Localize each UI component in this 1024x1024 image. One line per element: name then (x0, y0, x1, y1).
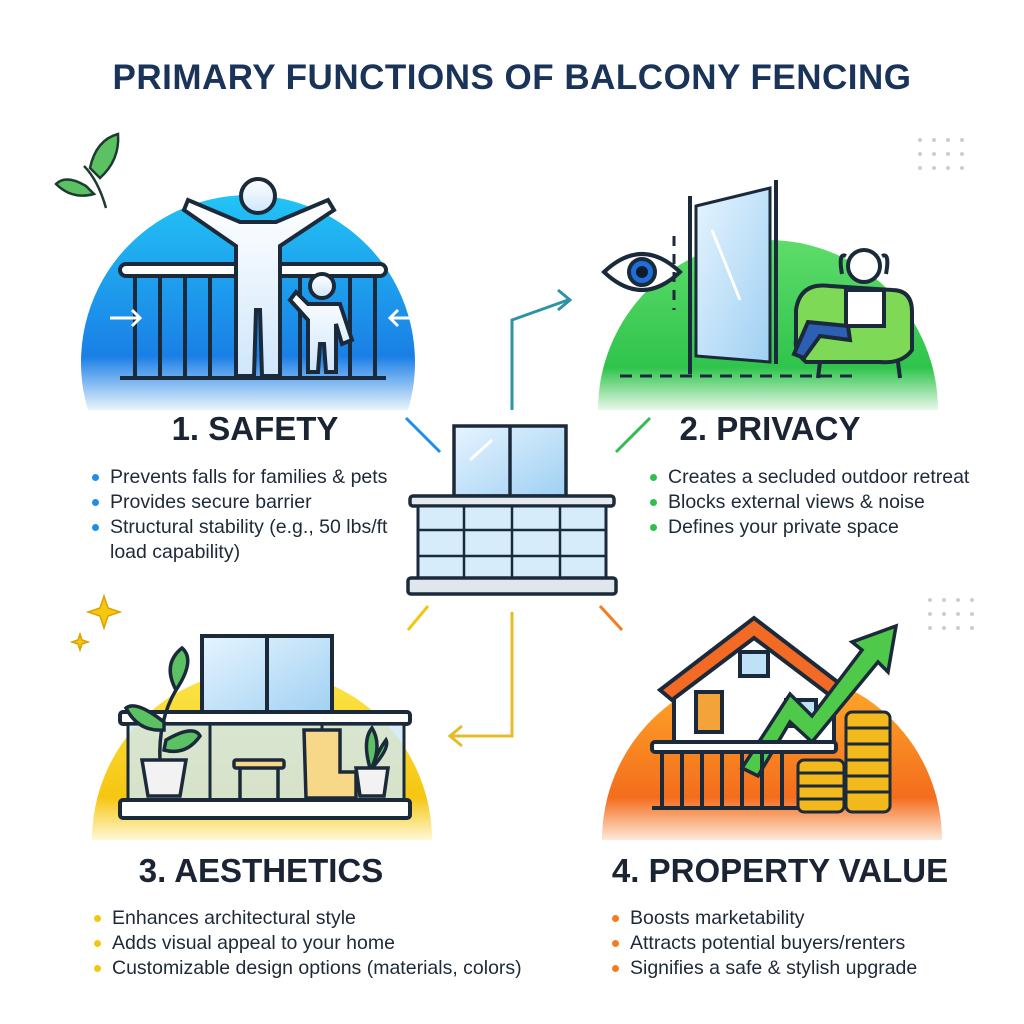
bullet-dot (94, 915, 101, 922)
bullet-dot (94, 940, 101, 947)
property-value-heading: 4. PROPERTY VALUE (611, 852, 949, 889)
list-item: Signifies a safe & stylish upgrade (610, 956, 990, 981)
privacy-bullet-list: Creates a secluded outdoor retreat Block… (648, 465, 1018, 540)
safety-heading: 1. SAFETY (171, 410, 339, 447)
safety-railing-icon (118, 262, 388, 380)
list-item: Enhances architectural style (92, 906, 572, 931)
property-value-illustration (602, 598, 974, 840)
list-item: Prevents falls for families & pets (90, 465, 390, 490)
bullet-dot (650, 474, 657, 481)
child-figure-icon (287, 272, 355, 374)
bullet-dot (92, 474, 99, 481)
dot-pattern (918, 138, 964, 170)
table-icon (232, 758, 286, 798)
coin-stack-icon (796, 710, 892, 814)
arrow-to-aesthetics-icon (447, 612, 514, 748)
adult-figure-icon (181, 177, 337, 378)
center-balcony-icon (406, 424, 618, 596)
list-item: Defines your private space (648, 515, 1018, 540)
inward-arrow-icon (110, 308, 420, 328)
privacy-illustration (598, 138, 964, 410)
dot-pattern (928, 598, 974, 630)
sparkle-white-icon (342, 640, 374, 672)
sparkle-icon (69, 593, 123, 653)
aesthetics-bullet-list: Enhances architectural style Adds visual… (92, 906, 572, 981)
list-item: Attracts potential buyers/renters (610, 931, 990, 956)
list-item: Provides secure barrier (90, 490, 390, 515)
list-item: Creates a secluded outdoor retreat (648, 465, 1018, 490)
property-value-bullet-list: Boosts marketability Attracts potential … (610, 906, 990, 981)
aesthetics-heading: 3. AESTHETICS (138, 852, 384, 889)
bullet-dot (650, 524, 657, 531)
eye-icon (601, 236, 683, 310)
bullet-dot (612, 915, 619, 922)
safety-illustration (54, 132, 420, 410)
relaxing-person-icon (791, 248, 914, 379)
bullet-dot (92, 524, 99, 531)
connector-value (598, 604, 624, 632)
small-plant-icon (353, 725, 391, 798)
privacy-glass-screen-icon (620, 180, 860, 378)
bullet-dot (612, 965, 619, 972)
list-item: Blocks external views & noise (648, 490, 1018, 515)
aesthetics-illustration (69, 593, 432, 840)
potted-plant-icon (123, 645, 203, 798)
leaf-icon (54, 132, 120, 209)
connector-aesthetics (406, 605, 430, 631)
list-item: Adds visual appeal to your home (92, 931, 572, 956)
safety-bullet-list: Prevents falls for families & pets Provi… (90, 465, 390, 565)
connector-safety (404, 416, 442, 454)
privacy-heading: 2. PRIVACY (679, 410, 861, 447)
trend-arrow-icon (739, 623, 899, 779)
window-icon (200, 634, 334, 718)
connector-lines (404, 288, 652, 748)
bullet-dot (612, 940, 619, 947)
bullet-dot (94, 965, 101, 972)
connector-privacy (614, 416, 652, 454)
page-title: PRIMARY FUNCTIONS OF BALCONY FENCING (112, 58, 912, 97)
arrow-to-privacy-icon (510, 288, 573, 410)
bullet-dot (650, 499, 657, 506)
list-item: Boosts marketability (610, 906, 990, 931)
list-item: Customizable design options (materials, … (92, 956, 572, 981)
list-item: Structural stability (e.g., 50 lbs/ft lo… (90, 515, 390, 565)
bullet-dot (92, 499, 99, 506)
